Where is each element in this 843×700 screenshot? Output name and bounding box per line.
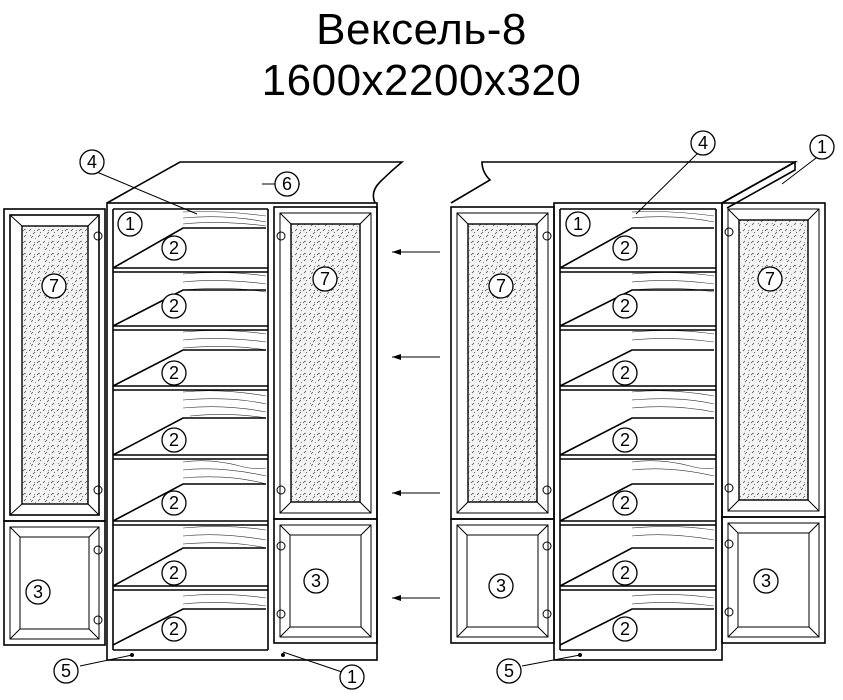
- svg-text:2: 2: [169, 493, 179, 513]
- product-dimensions: 1600x2200x320: [261, 56, 582, 105]
- svg-text:5: 5: [61, 661, 71, 681]
- left-lower-door: [3, 520, 106, 646]
- callout-5-left: 5: [53, 658, 79, 684]
- svg-text:2: 2: [620, 296, 630, 316]
- svg-text:3: 3: [33, 582, 43, 602]
- svg-text:2: 2: [169, 238, 179, 258]
- svg-text:4: 4: [698, 133, 708, 153]
- svg-text:2: 2: [620, 430, 630, 450]
- svg-text:7: 7: [49, 276, 59, 296]
- svg-text:7: 7: [496, 276, 506, 296]
- callout-1-right-inner: 1: [565, 211, 591, 237]
- svg-text:2: 2: [169, 296, 179, 316]
- callout-1-right-top: 1: [809, 134, 835, 160]
- callout-2-left-4: 2: [161, 427, 187, 453]
- right-cabinet-assembly: [450, 160, 826, 661]
- svg-text:6: 6: [282, 174, 292, 194]
- svg-text:7: 7: [320, 269, 330, 289]
- callout-2-right-7: 2: [612, 616, 638, 642]
- svg-text:3: 3: [496, 576, 506, 596]
- callout-3-left-b: 3: [303, 568, 329, 594]
- svg-text:1: 1: [573, 214, 583, 234]
- svg-text:7: 7: [765, 269, 775, 289]
- callouts: 4 6 1 7 7 2 2 2 2 2 2 2 3 3 5 1 4 1 1 7: [25, 130, 835, 690]
- svg-text:1: 1: [125, 214, 135, 234]
- callout-4-left: 4: [79, 149, 105, 175]
- svg-text:1: 1: [347, 667, 357, 687]
- callout-7-left-b: 7: [312, 266, 338, 292]
- svg-text:3: 3: [311, 571, 321, 591]
- callout-2-right-2: 2: [612, 293, 638, 319]
- svg-text:1: 1: [817, 137, 827, 157]
- svg-text:2: 2: [620, 238, 630, 258]
- callout-3-right-a: 3: [488, 573, 514, 599]
- callout-2-left-7: 2: [161, 616, 187, 642]
- product-title: Вексель-8: [316, 5, 527, 54]
- svg-text:2: 2: [169, 563, 179, 583]
- callout-2-right-3: 2: [612, 360, 638, 386]
- svg-text:4: 4: [87, 152, 97, 172]
- top-panel: [106, 161, 405, 204]
- callout-7-right-b: 7: [757, 266, 783, 292]
- callout-4-right: 4: [690, 130, 716, 156]
- callout-2-left-3: 2: [161, 360, 187, 386]
- svg-text:2: 2: [169, 363, 179, 383]
- left-cabinet-assembly: [3, 161, 405, 661]
- back-panel-grain: [182, 211, 267, 607]
- callout-3-left-a: 3: [25, 579, 51, 605]
- left-glass-panel: [21, 225, 89, 505]
- svg-text:2: 2: [169, 430, 179, 450]
- svg-text:2: 2: [620, 619, 630, 639]
- callout-2-right-1: 2: [612, 235, 638, 261]
- svg-text:5: 5: [504, 661, 514, 681]
- svg-text:2: 2: [620, 563, 630, 583]
- title-block: Вексель-8 1600x2200x320: [0, 4, 843, 106]
- svg-text:3: 3: [761, 571, 771, 591]
- callout-1-left-top: 1: [117, 211, 143, 237]
- callout-2-left-2: 2: [161, 293, 187, 319]
- callout-2-right-6: 2: [612, 560, 638, 586]
- callout-2-left-6: 2: [161, 560, 187, 586]
- callout-2-left-1: 2: [161, 235, 187, 261]
- left-shelves: [112, 227, 268, 646]
- callout-2-left-5: 2: [161, 490, 187, 516]
- svg-text:2: 2: [169, 619, 179, 639]
- assembly-arrows: [392, 249, 440, 601]
- callout-2-right-5: 2: [612, 490, 638, 516]
- callout-6: 6: [274, 171, 300, 197]
- svg-text:2: 2: [620, 493, 630, 513]
- callout-2-right-4: 2: [612, 427, 638, 453]
- callout-7-right-a: 7: [488, 273, 514, 299]
- svg-text:2: 2: [620, 363, 630, 383]
- callout-3-right-b: 3: [753, 568, 779, 594]
- callout-7-left-a: 7: [41, 273, 67, 299]
- callout-5-right: 5: [496, 658, 522, 684]
- callout-1-left-bottom: 1: [339, 664, 365, 690]
